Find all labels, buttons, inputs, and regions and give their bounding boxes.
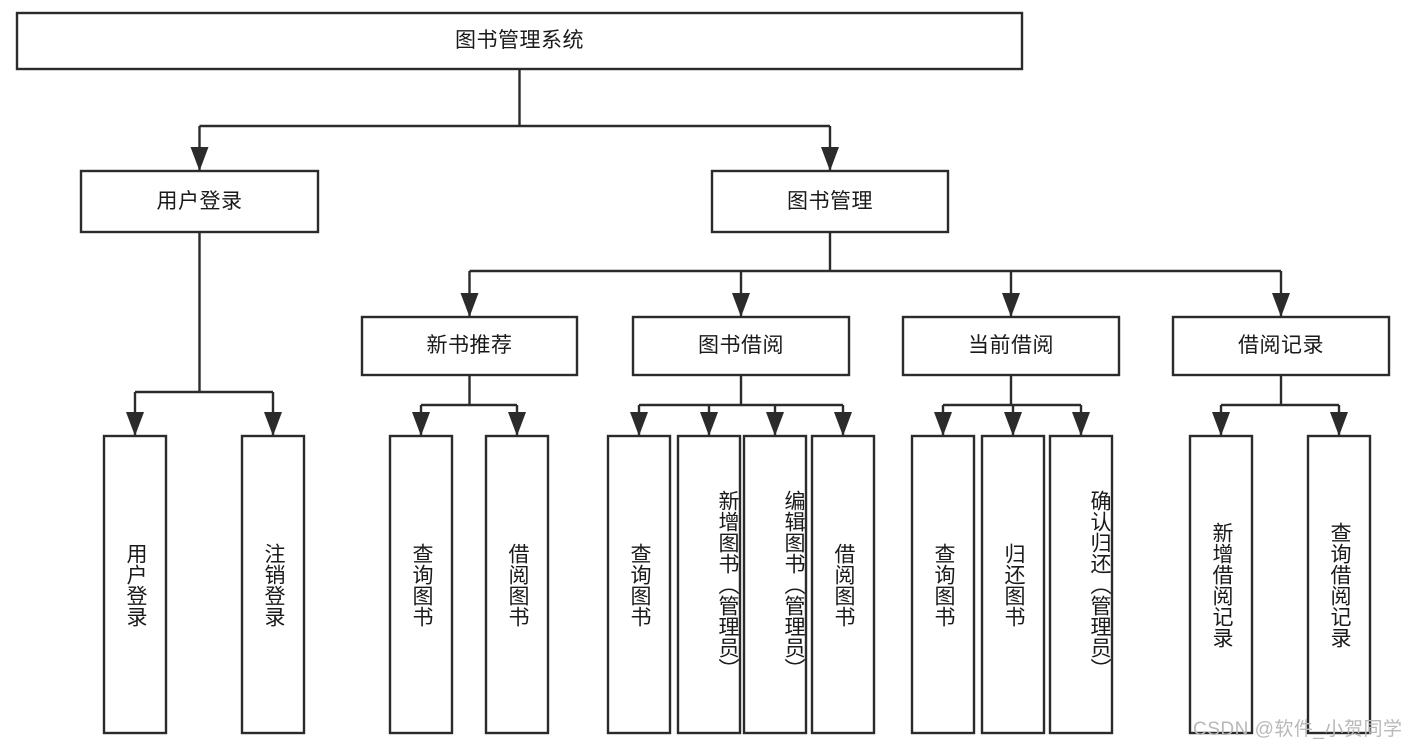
arrow-head-icon bbox=[732, 293, 750, 317]
arrow-head-icon bbox=[126, 412, 144, 436]
leaf-node-box[interactable] bbox=[980, 434, 1046, 735]
arrow-head-icon bbox=[1212, 412, 1230, 436]
arrow-head-icon bbox=[766, 412, 784, 436]
leaf-node-box[interactable] bbox=[1306, 434, 1372, 735]
leaf-node-box[interactable] bbox=[102, 434, 168, 735]
arrow-head-icon bbox=[821, 147, 839, 171]
arrow-head-icon bbox=[412, 412, 430, 436]
level2-node-box[interactable] bbox=[710, 169, 950, 234]
arrow-head-icon bbox=[834, 412, 852, 436]
leaf-node-box[interactable] bbox=[606, 434, 672, 735]
arrow-head-icon bbox=[1072, 412, 1090, 436]
leaf-node-box[interactable] bbox=[484, 434, 550, 735]
leaf-node-box[interactable] bbox=[910, 434, 976, 735]
arrow-head-icon bbox=[934, 412, 952, 436]
arrow-head-icon bbox=[190, 147, 209, 171]
arrow-head-icon bbox=[1330, 412, 1348, 436]
arrow-head-icon bbox=[1272, 293, 1290, 317]
level3-node-box[interactable] bbox=[901, 315, 1121, 377]
level2-node-box[interactable] bbox=[79, 169, 320, 234]
root-node-box[interactable] bbox=[15, 11, 1024, 71]
arrow-head-icon bbox=[1004, 412, 1022, 436]
box-layer bbox=[15, 11, 1391, 735]
leaf-node-box[interactable] bbox=[1048, 434, 1114, 735]
level3-node-box[interactable] bbox=[360, 315, 579, 377]
arrow-head-icon bbox=[460, 293, 479, 317]
arrow-head-icon bbox=[700, 412, 718, 436]
arrow-head-icon bbox=[1002, 293, 1020, 317]
connector-layer bbox=[126, 69, 1348, 436]
level3-node-box[interactable] bbox=[631, 315, 851, 377]
arrow-head-icon bbox=[264, 412, 282, 436]
leaf-node-box[interactable] bbox=[676, 434, 742, 735]
arrow-head-icon bbox=[508, 412, 526, 436]
leaf-node-box[interactable] bbox=[240, 434, 306, 735]
level3-node-box[interactable] bbox=[1171, 315, 1391, 377]
leaf-node-box[interactable] bbox=[388, 434, 454, 735]
leaf-node-box[interactable] bbox=[1188, 434, 1254, 735]
leaf-node-box[interactable] bbox=[810, 434, 876, 735]
arrow-head-icon bbox=[630, 412, 648, 436]
leaf-node-box[interactable] bbox=[742, 434, 808, 735]
